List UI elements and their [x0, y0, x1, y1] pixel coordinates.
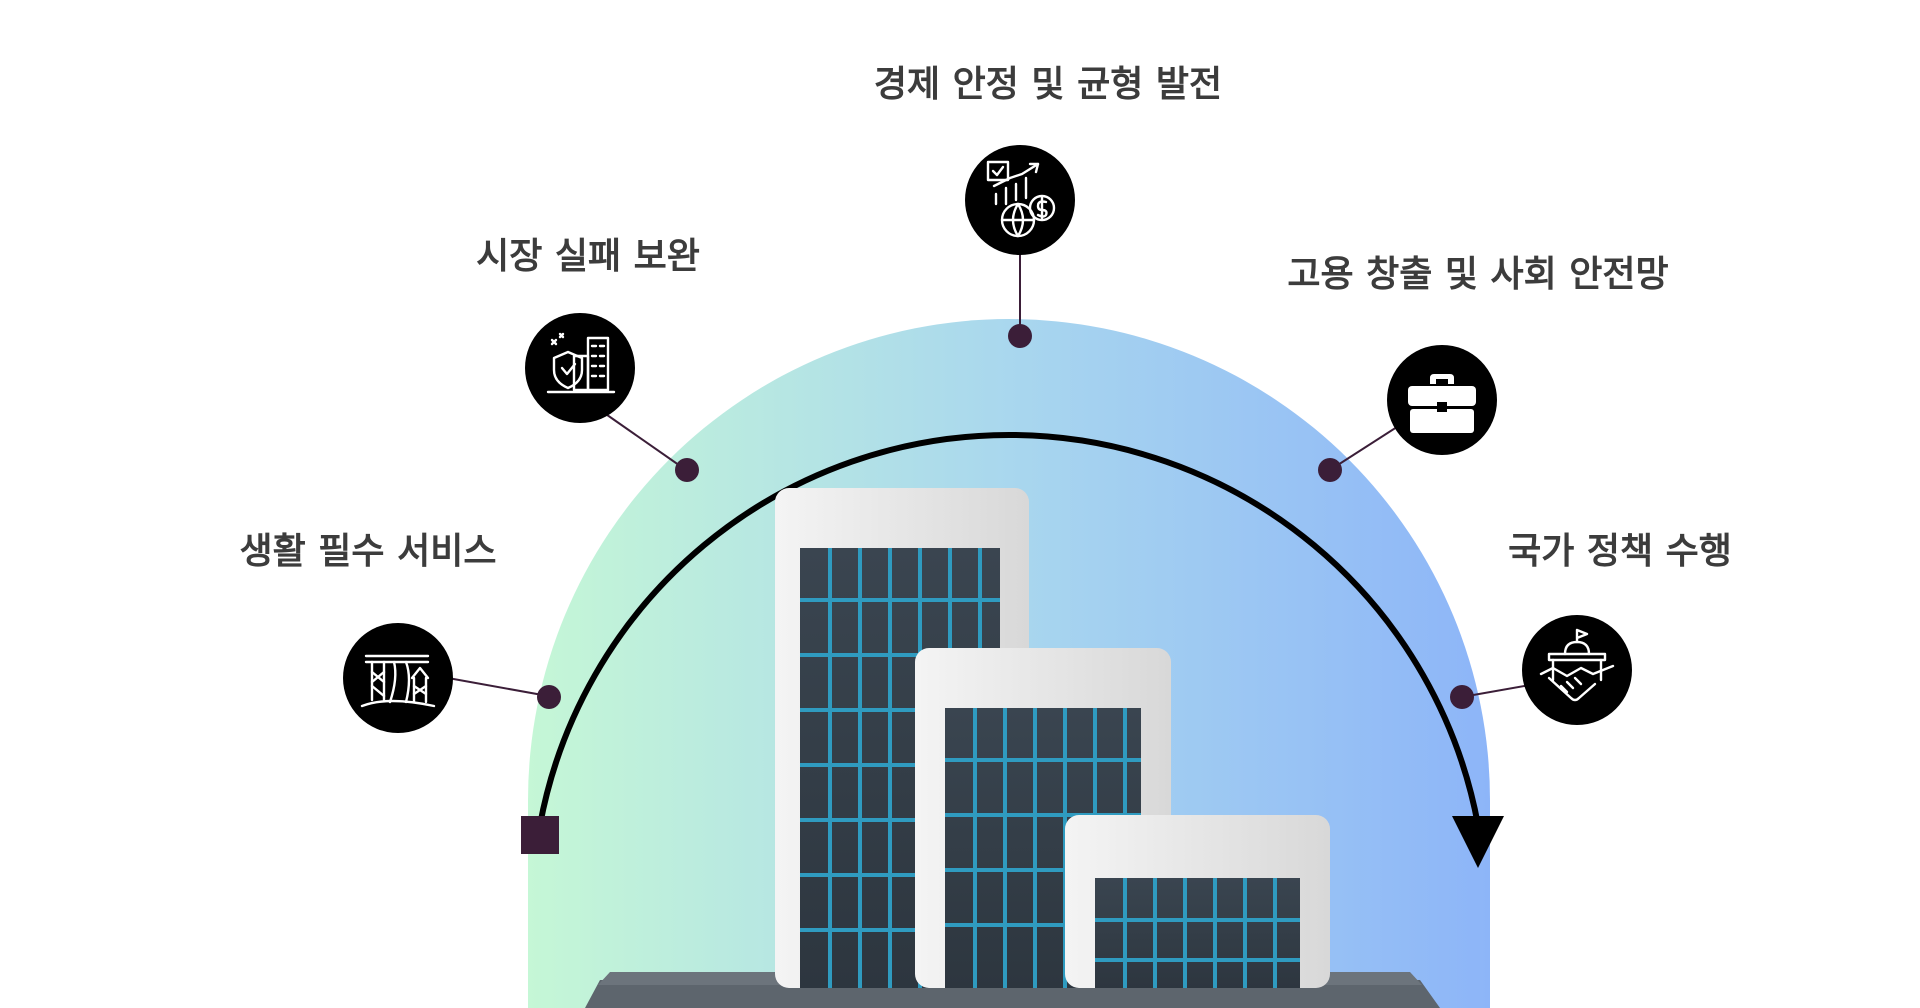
arc-dot-3: [1008, 324, 1032, 348]
arc-dot-5: [1450, 685, 1474, 709]
connector-4: [1329, 424, 1401, 471]
government-handshake-icon: [1522, 615, 1632, 725]
label-economic-stability: 경제 안정 및 균형 발전: [874, 64, 1222, 105]
arc-dot-4: [1318, 458, 1342, 482]
main-arc: [537, 432, 1481, 826]
city-shield-icon: [525, 313, 635, 423]
connector-1: [447, 677, 549, 697]
arc-end-arrow: [1452, 816, 1504, 868]
arc-start-square: [521, 816, 559, 854]
connector-2: [599, 409, 687, 471]
briefcase-icon: [1387, 345, 1497, 455]
office-building-icon: [585, 488, 1440, 1008]
label-essential-services: 생활 필수 서비스: [240, 531, 497, 572]
arc-dot-2: [675, 458, 699, 482]
economic-growth-globe-icon: [965, 145, 1075, 255]
road-infrastructure-icon: [343, 623, 453, 733]
label-employment-safety-net: 고용 창출 및 사회 안전망: [1287, 254, 1668, 295]
label-market-failure: 시장 실패 보완: [476, 236, 700, 277]
label-national-policy: 국가 정책 수행: [1508, 531, 1732, 572]
arc-dot-1: [537, 685, 561, 709]
